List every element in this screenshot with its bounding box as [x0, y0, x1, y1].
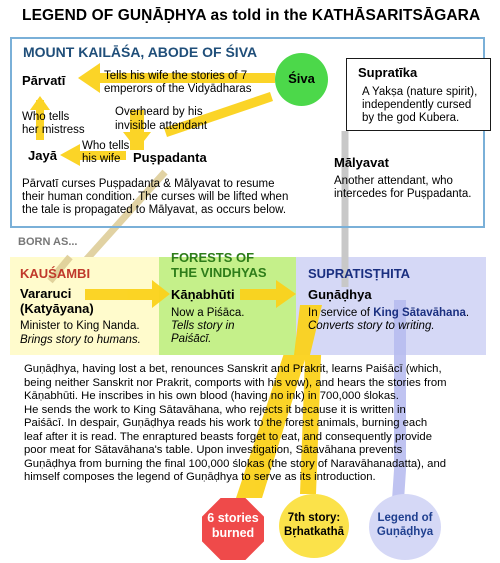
malyavat-desc-line1: Another attendant, who [334, 175, 453, 187]
tells-mistress-line1: Who tells [22, 111, 70, 123]
overheard-line1: Overheard by his [115, 106, 203, 118]
gunadhya-label: Guṇāḍhya [308, 287, 372, 302]
puspadanta-to-jaya-arrow [78, 151, 126, 160]
kanabhuti-note-line1: Tells story in [171, 320, 235, 332]
jaya-label: Jayā [28, 148, 57, 163]
narrative-line: Kāṇabhūti. He inscribes in his own blood… [24, 390, 399, 402]
narrative-line: being neither Sanskrit nor Prakrit, comp… [24, 376, 447, 389]
kailasa-panel [10, 37, 485, 228]
kanabhuti-note-line2: Paiśācī. [171, 333, 212, 345]
vindhyas-heading-line2: THE VINDHYAS [171, 265, 267, 280]
gunadhya-to-legend-arrow [392, 300, 406, 501]
supratisthita-heading: SUPRATISṬHITA [308, 266, 411, 281]
narrative-line: leaf after it is read. The enraptured be… [24, 430, 432, 443]
tells-wife-line2: emperors of the Vidyādharas [104, 83, 252, 95]
kausambi-heading: KAUŚAMBI [20, 266, 91, 281]
siva-label: Śiva [288, 71, 315, 86]
kailasa-heading: MOUNT KAILĀŚA, ABODE OF ŚIVA [23, 44, 258, 60]
seventh-story-label: 7th story: Bṛhatkathā [283, 512, 345, 538]
siva-to-parvati-arrow [95, 73, 275, 83]
tells-wife-line1: Tells his wife the stories of 7 [104, 70, 248, 82]
narrative-line: He sends the work to King Sātavāhana, wh… [24, 403, 406, 416]
vindhyas-panel [159, 257, 296, 355]
burned-label: 6 stories burned [207, 511, 259, 540]
curse-line2: their human condition. The curses will b… [22, 191, 289, 203]
narrative-line: Paiśācī. In despair, Guṇāḍhya reads his … [24, 417, 428, 429]
puspadanta-label: Puṣpadanta [133, 150, 207, 165]
narrative-line: poor meat for Sātavāhana's table. Upon i… [24, 444, 403, 456]
legend-label: Legend of Guṇāḍhya [376, 512, 434, 538]
diagram-title: LEGEND OF GUṆĀḌHYA as told in the KATHĀS… [22, 7, 481, 24]
parvati-to-jaya-arrow [36, 100, 44, 140]
tells-mistress-line2: her mistress [22, 124, 85, 136]
parvati-label: Pārvatī [22, 73, 66, 88]
supratika-desc-line1: A Yakṣa (nature spirit), [362, 86, 478, 98]
narrative-line: Guṇāḍhya from burning the final 100,000 … [24, 457, 447, 470]
supratika-desc-line2: independently cursed [362, 99, 472, 111]
born-as-label: BORN AS... [18, 236, 78, 248]
overheard-line2: invisible attendant [115, 120, 208, 132]
seventh-story-circle [279, 494, 349, 558]
legend-circle [369, 494, 441, 560]
king-satavahana-label: King Sātavāhana [373, 307, 466, 319]
siva-circle [275, 53, 328, 106]
vararuci-note: Brings story to humans. [20, 334, 141, 346]
supratika-desc-line3: by the god Kubera. [362, 112, 460, 124]
vararuci-label: Vararuci [20, 286, 72, 301]
gunadhya-to-seventh-arrow [300, 330, 322, 494]
curse-line3: the tale is propagated to Mālyavat, as o… [22, 204, 287, 216]
malyavat-label: Mālyavat [334, 155, 389, 170]
supratika-box [346, 58, 491, 131]
vindhyas-heading-line1: FORESTS OF [171, 250, 255, 265]
katyayana-label: (Katyāyana) [20, 301, 94, 316]
tells-his-wife-line2: his wife [82, 153, 121, 165]
narrative-line: himself composes the legend of Guṇāḍhya … [24, 471, 376, 483]
tells-his-wife-line1: Who tells [82, 140, 130, 152]
kanabhuti-role: Now a Piśāca. [171, 307, 245, 319]
supratika-label: Supratīka [358, 65, 418, 80]
supratisthita-panel [296, 257, 486, 355]
narrative-line: Guṇāḍhya, having lost a bet, renounces S… [24, 363, 442, 375]
vararuci-role: Minister to King Nanda. [20, 320, 140, 332]
curse-line1: Pārvatī curses Puṣpadanta & Mālyavat to … [22, 178, 275, 190]
gunadhya-note: Converts story to writing. [308, 320, 435, 332]
kanabhuti-label: Kāṇabhūti [171, 287, 235, 302]
malyavat-desc-line2: intercedes for Puṣpadanta. [334, 188, 472, 200]
kausambi-panel [10, 257, 159, 355]
narrative-paragraph: Guṇāḍhya, having lost a bet, renounces S… [24, 363, 484, 485]
burned-octagon [202, 498, 264, 560]
gunadhya-role: In service of King Sātavāhana. [308, 307, 470, 319]
